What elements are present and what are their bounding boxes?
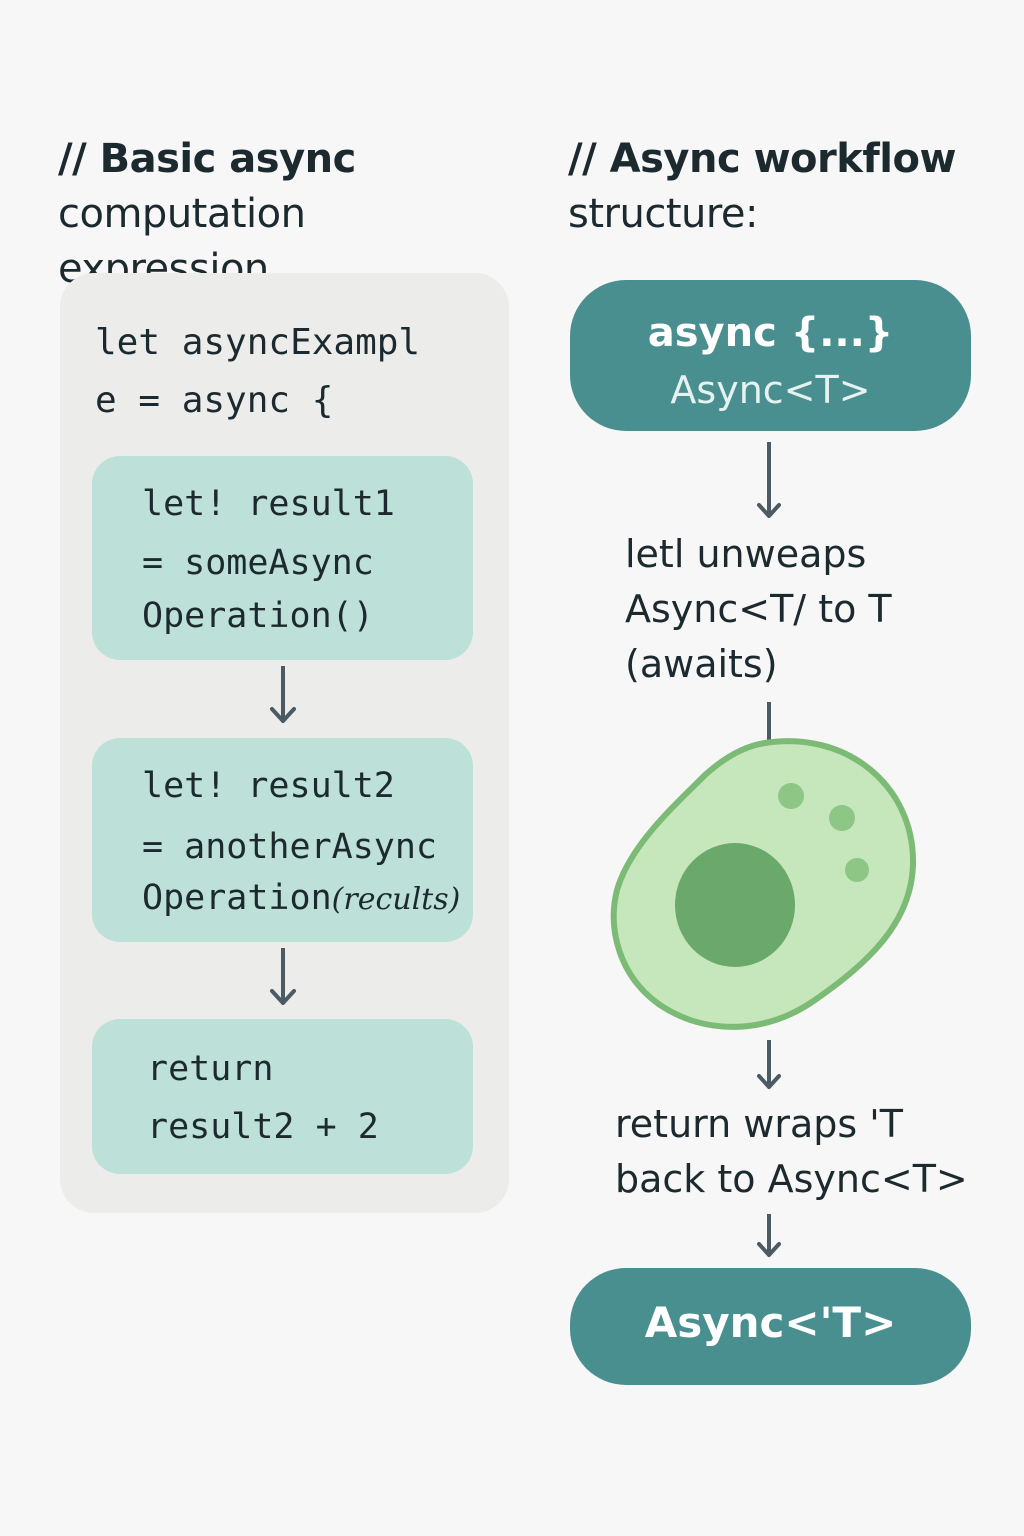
nucleus-shape (675, 843, 795, 967)
pill-top-line2: Async<T> (670, 368, 871, 412)
pill-top-line1: async {...} (647, 310, 894, 356)
right-heading: // Async workflow structure: (568, 132, 1008, 242)
wrap-step-text: return wraps 'T back to Async<T> (615, 1097, 1015, 1207)
step2-line: return wraps 'T (615, 1102, 903, 1146)
right-heading-line2: structure: (568, 191, 759, 237)
pill-bottom-label: Async<'T> (644, 1298, 897, 1347)
code-box-result2: let! result2 = anotherAsync Operation(re… (92, 738, 473, 942)
code-box-line: return (147, 1049, 274, 1089)
code-box-text: Operation (142, 878, 332, 918)
code-box-line: result2 + 2 (147, 1107, 379, 1147)
code-box-arg: (recults) (331, 882, 461, 917)
code-box-line: = anotherAsync (142, 827, 438, 867)
step1-line: Async<T/ to T (625, 587, 892, 631)
code-line-2: e = async { (95, 380, 334, 421)
unwrap-step-text: letl unweaps Async<T/ to T (awaits) (625, 527, 1015, 692)
code-box-result1: let! result1 = someAsync Operation() (92, 456, 473, 660)
code-box-return: return result2 + 2 (92, 1019, 473, 1174)
code-box-line: Operation(recults) (142, 878, 460, 918)
code-box-line: let! result1 (142, 484, 395, 524)
arrow-down-icon (270, 948, 296, 1005)
arrow-down-icon (270, 666, 296, 723)
code-box-line: let! result2 (142, 766, 395, 806)
left-heading: // Basic async computation expression (58, 132, 528, 297)
right-heading-line1: // Async workflow (568, 136, 956, 182)
code-box-line: = someAsync (142, 543, 374, 583)
step2-line: back to Async<T> (615, 1157, 968, 1201)
async-block-pill: async {...} Async<T> (570, 280, 971, 431)
async-result-pill: Async<'T> (570, 1268, 971, 1385)
code-line-1: let asyncExampl (95, 322, 421, 363)
left-heading-line1: // Basic async (58, 136, 356, 182)
step1-line: (awaits) (625, 642, 778, 686)
arrow-down-icon (757, 1214, 781, 1257)
arrow-down-icon (757, 442, 781, 518)
step1-line: letl unweaps (625, 532, 867, 576)
arrow-down-icon (757, 1040, 781, 1089)
code-box-line: Operation() (142, 596, 374, 636)
cell-illustration-icon (610, 738, 917, 1030)
